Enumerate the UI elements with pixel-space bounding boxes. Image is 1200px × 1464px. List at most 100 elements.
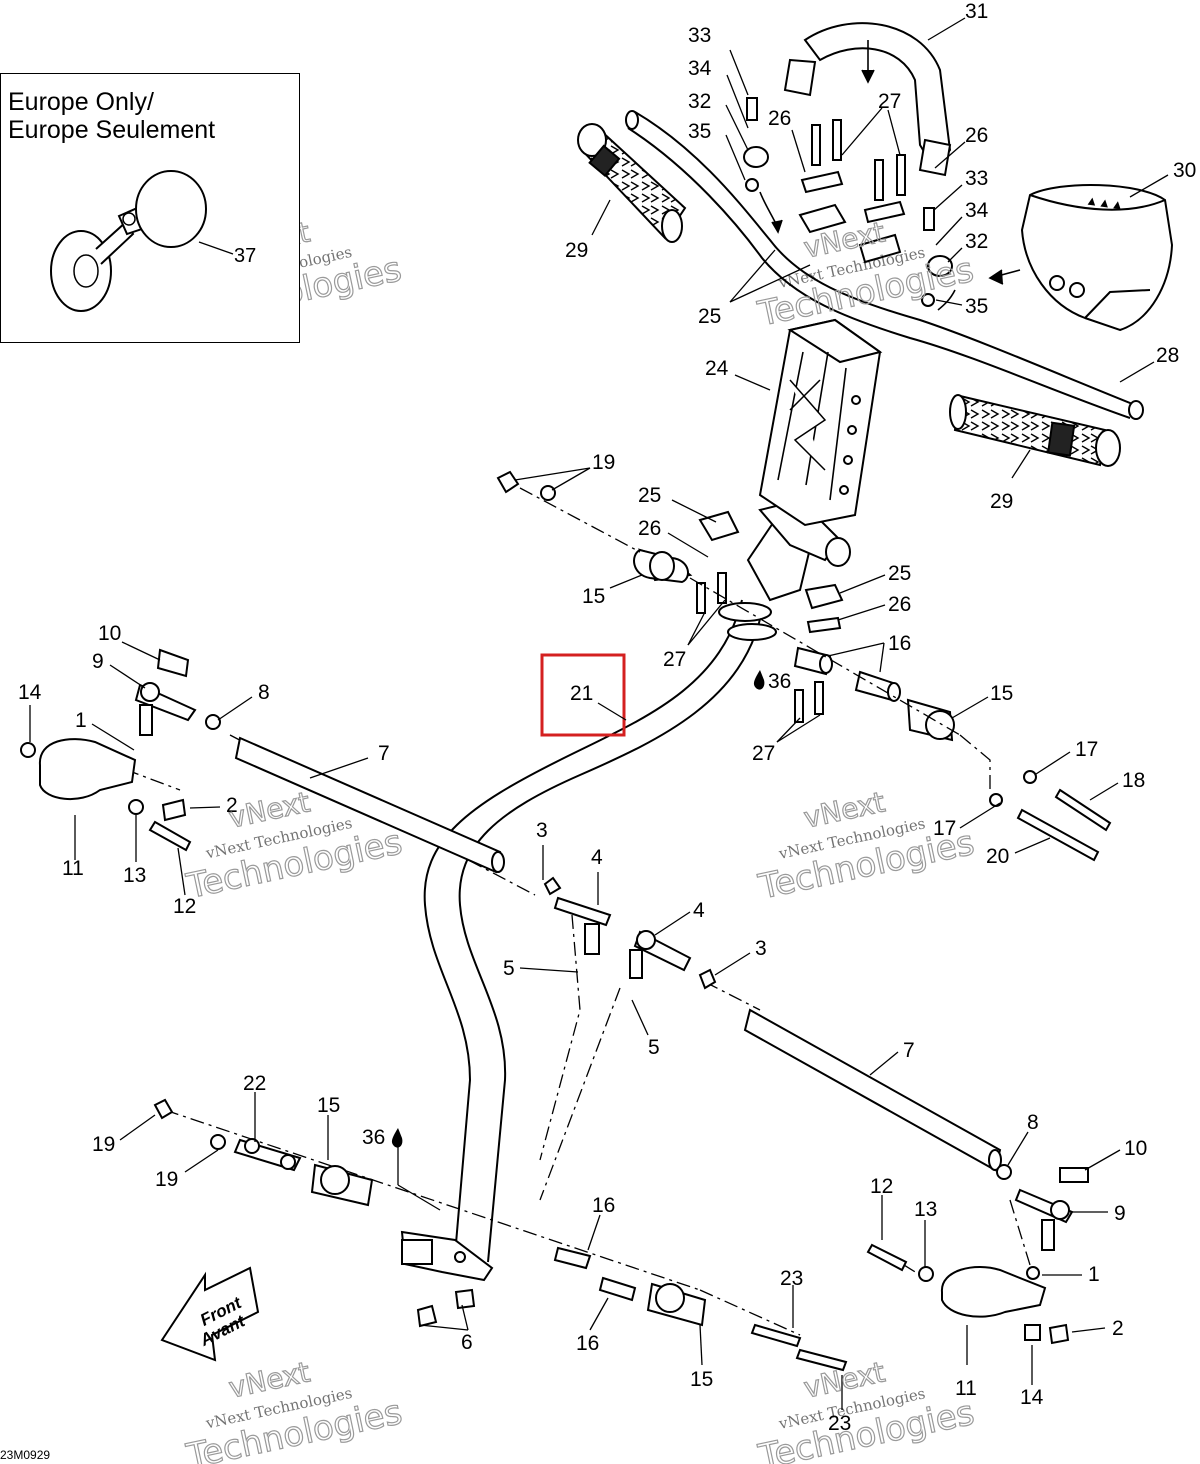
callout-13: 13 xyxy=(123,864,146,887)
callout-5: 5 xyxy=(503,957,515,980)
callout-25: 25 xyxy=(888,562,911,585)
callout-6: 6 xyxy=(461,1331,473,1354)
callout-23: 23 xyxy=(828,1412,851,1435)
lubricant-icon xyxy=(391,670,765,1148)
callout-7: 7 xyxy=(378,742,390,765)
callout-15: 15 xyxy=(317,1094,340,1117)
right-pivot-parts xyxy=(496,470,1112,862)
watermark-bottom-right: vNext vNext Technologies Technologies xyxy=(754,1355,978,1464)
callout-33: 33 xyxy=(965,167,988,190)
callout-29: 29 xyxy=(990,490,1013,513)
callout-29: 29 xyxy=(565,239,588,262)
drawing-code: 23M0929 xyxy=(0,1448,51,1462)
assembly-arrows xyxy=(759,40,1021,311)
callout-19: 19 xyxy=(155,1168,178,1191)
callout-33: 33 xyxy=(688,24,711,47)
leader-lines xyxy=(29,17,1169,1410)
inset-title-line1: Europe Only/ xyxy=(8,88,154,116)
callout-9: 9 xyxy=(92,650,104,673)
callout-31: 31 xyxy=(965,0,988,23)
callout-25: 25 xyxy=(698,305,721,328)
europe-inset: Europe Only/ Europe Seulement 37 xyxy=(0,73,300,343)
callout-11: 11 xyxy=(62,857,84,880)
callout-2: 2 xyxy=(226,794,238,817)
riser xyxy=(758,318,883,527)
callout-4: 4 xyxy=(693,899,705,922)
callout-16: 16 xyxy=(592,1194,615,1217)
callout-11: 11 xyxy=(955,1377,977,1400)
callout-5: 5 xyxy=(648,1036,660,1059)
callout-26: 26 xyxy=(768,107,791,130)
handlebar-pad: ▲▲▲ xyxy=(1020,183,1174,332)
callout-14: 14 xyxy=(18,681,42,704)
highlight-box xyxy=(540,653,626,737)
inset-title-line2: Europe Seulement xyxy=(8,116,216,144)
callout-10: 10 xyxy=(1124,1137,1147,1160)
callout-1: 1 xyxy=(75,709,87,732)
inset-title: Europe Only/ Europe Seulement xyxy=(8,88,215,144)
handlebar xyxy=(625,110,1144,420)
callout-3: 3 xyxy=(536,819,548,842)
handlebar-clamps xyxy=(743,97,953,307)
callout-13: 13 xyxy=(914,1198,937,1221)
callout-9: 9 xyxy=(1114,1202,1126,1225)
callout-19: 19 xyxy=(592,451,615,474)
callout-27: 27 xyxy=(752,742,775,765)
callout-36: 36 xyxy=(768,670,791,693)
callout-15: 15 xyxy=(690,1368,713,1391)
callout-28: 28 xyxy=(1156,344,1179,367)
callout-19: 19 xyxy=(92,1133,115,1156)
callout-1: 1 xyxy=(1088,1263,1100,1286)
inset-callout-37: 37 xyxy=(234,245,256,267)
callout-4: 4 xyxy=(591,846,603,869)
column-lower-plate xyxy=(400,1230,494,1282)
callout-30: 30 xyxy=(1173,159,1196,182)
watermark-top-right: vNext vNext Technologies Technologies xyxy=(754,215,978,335)
callout-27: 27 xyxy=(663,648,686,671)
callout-3: 3 xyxy=(755,937,767,960)
horn-bulb xyxy=(135,170,207,248)
left-grip xyxy=(577,123,687,243)
callout-16: 16 xyxy=(576,1332,599,1355)
callout-23: 23 xyxy=(780,1267,803,1290)
handlebar-strap xyxy=(783,22,952,177)
callout-15: 15 xyxy=(582,585,605,608)
column-upper-bracket xyxy=(718,498,851,641)
watermark-mid-right: vNext vNext Technologies Technologies xyxy=(754,785,978,908)
callout-36: 36 xyxy=(362,1126,385,1149)
callout-8: 8 xyxy=(258,681,270,704)
callout-8: 8 xyxy=(1027,1111,1039,1134)
callout-20: 20 xyxy=(986,845,1009,868)
right-grip xyxy=(949,394,1121,467)
lower-pivot-parts xyxy=(153,1098,848,1372)
callout-7: 7 xyxy=(903,1039,915,1062)
callout-26: 26 xyxy=(638,517,661,540)
callout-25: 25 xyxy=(638,484,661,507)
callout-2: 2 xyxy=(1112,1317,1124,1340)
steering-column xyxy=(423,599,763,1263)
callout-17: 17 xyxy=(933,817,956,840)
callout-numbers: 33 34 32 35 31 27 26 26 33 34 32 35 30 2… xyxy=(18,0,1196,1435)
callout-17: 17 xyxy=(1075,738,1098,761)
svg-text:▲▲▲: ▲▲▲ xyxy=(1085,192,1125,212)
horn-drawing: 37 xyxy=(50,170,256,312)
callout-10: 10 xyxy=(98,622,121,645)
left-tie-rod-parts xyxy=(20,648,612,955)
callout-24: 24 xyxy=(705,357,729,380)
callout-14: 14 xyxy=(1020,1386,1044,1409)
callout-26: 26 xyxy=(888,593,911,616)
front-direction-arrow: Front Avant xyxy=(160,1266,260,1362)
callout-26: 26 xyxy=(965,124,988,147)
callout-32: 32 xyxy=(688,90,711,113)
callout-16: 16 xyxy=(888,632,911,655)
callout-27: 27 xyxy=(878,90,901,113)
callout-22: 22 xyxy=(243,1072,266,1095)
right-tie-rod-parts xyxy=(629,930,1089,1345)
callout-18: 18 xyxy=(1122,769,1145,792)
callout-35: 35 xyxy=(965,295,988,318)
watermark-mid-left: vNext vNext Technologies Technologies xyxy=(182,785,406,908)
callout-34: 34 xyxy=(965,199,989,222)
callout-35: 35 xyxy=(688,120,711,143)
callout-21: 21 xyxy=(570,682,593,705)
callout-12: 12 xyxy=(173,895,196,918)
